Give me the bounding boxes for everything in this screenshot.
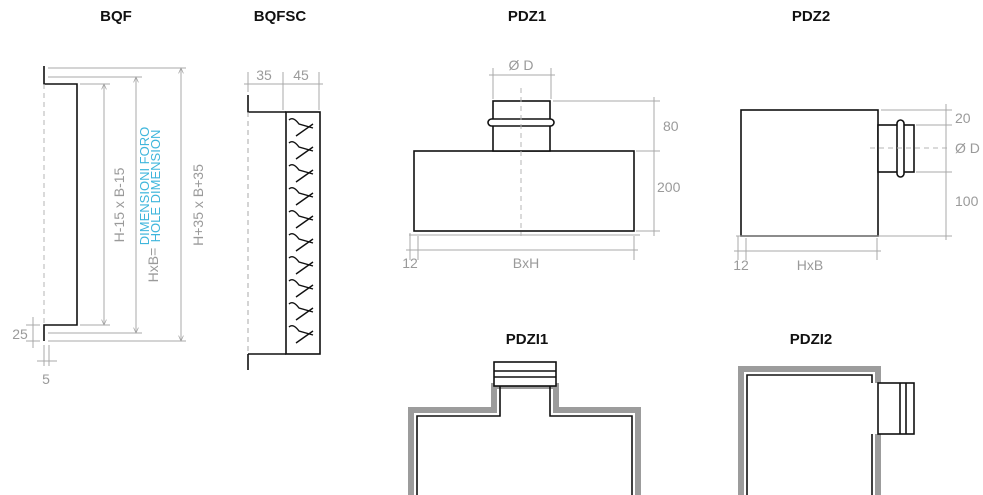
pdz1-dim-12: 12 <box>402 255 418 271</box>
pdzi1-spigot <box>493 361 557 387</box>
bqf-drawing: H-15 x B-15 HxB= DIMENSIONI FORO HOLE DI… <box>12 66 206 387</box>
title-bqfsc: BQFSC <box>254 8 307 25</box>
bqfsc-louvers <box>288 117 314 344</box>
pdz2-dim-20: 20 <box>955 110 971 126</box>
pdz1-drawing: Ø D 80 200 12 BxH <box>402 57 680 271</box>
bqfsc-drawing: 35 45 <box>244 67 323 370</box>
bqfsc-dim-45: 45 <box>293 67 309 83</box>
pdzi1-drawing <box>408 361 641 495</box>
bqfsc-flange <box>247 95 286 370</box>
pdzi1-insulation <box>408 383 641 495</box>
pdzi2-body <box>746 374 873 495</box>
pdz2-dim-hxb: HxB <box>797 257 823 273</box>
bqf-profile <box>43 66 78 341</box>
pdz2-drawing: 20 Ø D 100 12 HxB <box>733 104 980 273</box>
pdz2-plenum <box>740 109 879 237</box>
pdzi1-body <box>416 386 633 495</box>
bqf-dim-hole-it: DIMENSIONI FORO <box>137 127 152 245</box>
title-pdz2: PDZ2 <box>792 8 830 25</box>
bqf-dim-25: 25 <box>12 326 28 342</box>
title-bqf: BQF <box>100 8 132 25</box>
title-pdzi1: PDZI1 <box>506 331 549 348</box>
pdzi2-insulation <box>738 366 881 495</box>
bqf-dim-hole-expr: HxB= <box>145 248 161 283</box>
bqfsc-body <box>285 111 321 355</box>
pdz2-dim-diameter: Ø D <box>955 140 980 156</box>
bqf-dim-hole-en: HOLE DIMENSION <box>148 130 163 243</box>
pdz1-plenum <box>413 150 635 232</box>
title-pdzi2: PDZI2 <box>790 331 833 348</box>
title-pdz1: PDZ1 <box>508 8 546 25</box>
pdz2-dim-100: 100 <box>955 193 979 209</box>
pdzi2-spigot <box>877 382 915 435</box>
pdzi2-drawing <box>738 366 915 495</box>
pdz1-dim-bxh: BxH <box>513 255 539 271</box>
pdz1-dim-200: 200 <box>657 179 681 195</box>
pdz1-dim-80: 80 <box>663 118 679 134</box>
bqf-dim-5: 5 <box>42 371 50 387</box>
pdz2-dim-12: 12 <box>733 257 749 273</box>
bqf-dim-inner: H-15 x B-15 <box>111 167 127 242</box>
bqf-dim-outer: H+35 x B+35 <box>190 164 206 246</box>
pdz1-dim-diameter: Ø D <box>509 57 534 73</box>
bqfsc-dim-35: 35 <box>256 67 272 83</box>
